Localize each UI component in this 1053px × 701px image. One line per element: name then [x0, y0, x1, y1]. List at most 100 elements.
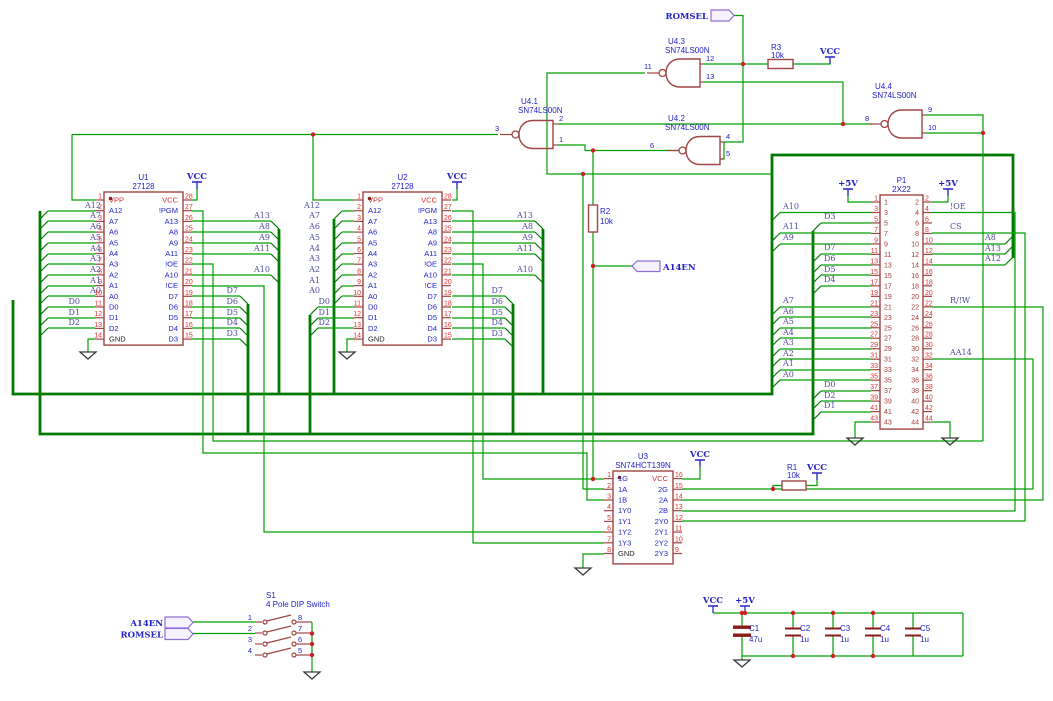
wire-layer[interactable] — [39, 14, 1044, 673]
net-label[interactable]: A6 — [782, 307, 794, 316]
net-label[interactable]: AA14 — [949, 348, 972, 357]
wire[interactable] — [932, 189, 949, 203]
net-label[interactable]: D3 — [824, 212, 836, 221]
dip-switch-S1[interactable] — [255, 614, 312, 658]
bus[interactable] — [38, 211, 815, 436]
capacitor-C4[interactable] — [865, 613, 881, 656]
power-symbol-VCC[interactable] — [695, 459, 705, 467]
net-label[interactable]: A11 — [782, 222, 799, 231]
power-symbol-+5V[interactable] — [943, 188, 953, 196]
wire[interactable] — [546, 72, 772, 175]
net-label[interactable]: A11 — [253, 244, 270, 253]
net-label[interactable]: A2 — [89, 265, 101, 274]
net-label[interactable]: A0 — [308, 286, 320, 295]
wire[interactable] — [452, 182, 458, 201]
net-label[interactable]: A10 — [782, 202, 799, 211]
net-label[interactable]: A6 — [89, 222, 101, 231]
wire[interactable] — [557, 144, 679, 152]
net-label[interactable]: A3 — [782, 338, 794, 347]
net-label[interactable]: A6 — [308, 222, 320, 231]
net-label[interactable]: A7 — [782, 296, 794, 305]
wire[interactable] — [192, 210, 604, 501]
net-label[interactable]: D3 — [226, 329, 238, 338]
chip-U3[interactable] — [604, 470, 682, 565]
net-label[interactable]: A11 — [516, 244, 533, 253]
net-label[interactable]: D7 — [226, 286, 238, 295]
chip-U1[interactable] — [95, 191, 192, 346]
net-label[interactable]: A5 — [308, 233, 320, 242]
net-label[interactable]: D2 — [68, 318, 80, 327]
power-symbol-VCC[interactable] — [192, 181, 202, 189]
net-label[interactable]: A2 — [782, 349, 794, 358]
net-label[interactable]: D4 — [226, 318, 238, 327]
wire[interactable] — [682, 460, 701, 480]
capacitor-C3[interactable] — [825, 613, 841, 656]
gate-U4.1[interactable] — [500, 119, 557, 150]
net-label[interactable]: A2 — [308, 265, 320, 274]
net-label[interactable]: A13 — [253, 211, 270, 220]
net-flag-A14EN[interactable] — [631, 260, 661, 273]
wire[interactable] — [452, 210, 604, 544]
net-label[interactable]: D4 — [491, 318, 503, 327]
net-label[interactable]: A1 — [89, 276, 101, 285]
power-symbol-+5V[interactable] — [843, 188, 853, 196]
wire[interactable] — [847, 189, 871, 203]
wire[interactable] — [582, 553, 604, 568]
net-label[interactable]: A5 — [89, 233, 101, 242]
resistor-R3[interactable] — [767, 58, 794, 70]
net-label[interactable]: D1 — [68, 308, 80, 317]
net-label[interactable]: A0 — [89, 286, 101, 295]
net-flag-ROMSEL[interactable] — [710, 9, 735, 22]
net-label[interactable]: D1 — [824, 401, 836, 410]
net-label[interactable]: A12 — [303, 201, 320, 210]
wire[interactable] — [452, 263, 604, 480]
net-label[interactable]: D2 — [824, 391, 836, 400]
net-label[interactable]: D5 — [491, 308, 503, 317]
net-flag-A14EN[interactable] — [164, 616, 194, 629]
net-label[interactable]: D1 — [318, 308, 330, 317]
net-label[interactable]: A13 — [516, 211, 533, 220]
bus[interactable] — [11, 153, 1015, 396]
resistor-R1[interactable] — [781, 480, 807, 491]
net-label[interactable]: D7 — [491, 286, 503, 295]
net-label[interactable]: A9 — [258, 233, 270, 242]
net-label[interactable]: A8 — [984, 233, 996, 242]
net-label[interactable]: D3 — [491, 329, 503, 338]
net-label[interactable]: A7 — [308, 211, 320, 220]
net-label[interactable]: A12 — [84, 201, 101, 210]
wire[interactable] — [682, 211, 1016, 512]
wire[interactable] — [793, 57, 831, 65]
wire[interactable] — [720, 14, 744, 160]
wire[interactable] — [87, 338, 95, 352]
net-label[interactable]: A5 — [782, 317, 794, 326]
net-label[interactable]: A12 — [984, 254, 1001, 263]
capacitor-C2[interactable] — [785, 613, 801, 656]
net-label[interactable]: A7 — [89, 211, 101, 220]
net-label[interactable]: A3 — [89, 254, 101, 263]
net-label[interactable]: D6 — [226, 297, 238, 306]
net-label[interactable]: A9 — [782, 233, 794, 242]
gate-U4.4[interactable] — [869, 109, 926, 139]
net-label[interactable]: A8 — [521, 222, 533, 231]
net-label[interactable]: D5 — [824, 265, 836, 274]
wire[interactable] — [682, 306, 1044, 501]
net-label[interactable]: R/!W — [950, 296, 971, 305]
component-layer[interactable] — [78, 9, 960, 680]
wire[interactable] — [582, 174, 604, 490]
net-label[interactable]: A3 — [308, 254, 320, 263]
net-label[interactable]: A1 — [308, 276, 320, 285]
net-label[interactable]: D2 — [318, 318, 330, 327]
net-label[interactable]: A8 — [258, 222, 270, 231]
net-label[interactable]: A4 — [308, 244, 320, 253]
wire[interactable] — [192, 285, 604, 533]
wire[interactable] — [71, 134, 95, 201]
wire[interactable] — [346, 338, 354, 352]
net-label[interactable]: !OE — [950, 202, 966, 211]
wire[interactable] — [806, 473, 818, 487]
net-label[interactable]: A1 — [782, 359, 794, 368]
gate-U4.3[interactable] — [647, 58, 704, 88]
wire[interactable] — [926, 114, 984, 441]
net-label[interactable]: A13 — [984, 244, 1001, 253]
net-label[interactable]: D5 — [226, 308, 238, 317]
